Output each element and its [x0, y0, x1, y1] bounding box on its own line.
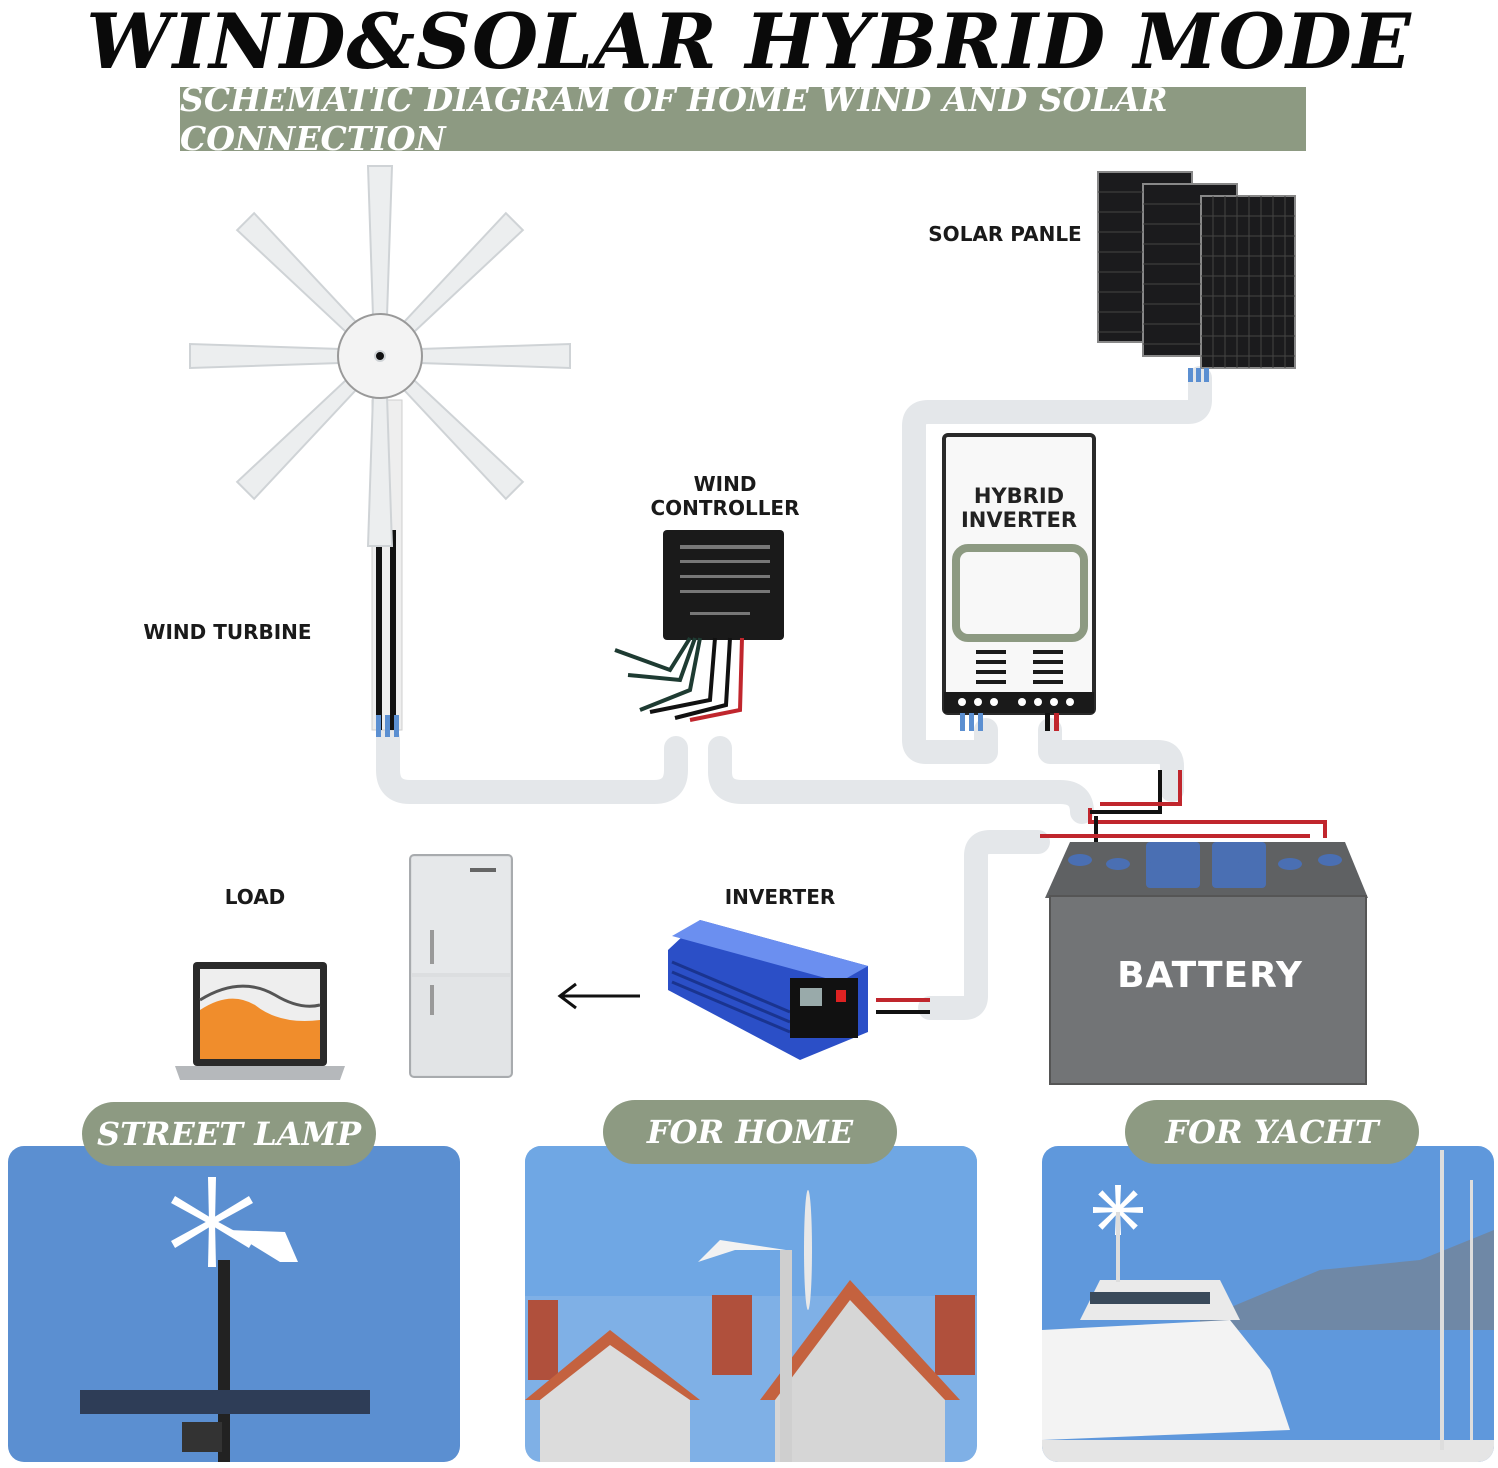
wind-turbine-icon — [189, 165, 571, 737]
label-wind-controller: WIND CONTROLLER — [640, 472, 810, 520]
hybrid-inverter-icon — [942, 433, 1096, 731]
label-hybrid-inverter: HYBRID INVERTER — [948, 484, 1090, 532]
photo-for-yacht — [1042, 1146, 1494, 1462]
cable-pipes — [376, 366, 1212, 1020]
pill-street-lamp: STREET LAMP — [82, 1102, 376, 1166]
page-title: WIND&SOLAR HYBRID MODE — [86, 0, 1412, 86]
refrigerator-icon — [409, 854, 513, 1078]
label-wind-turbine: WIND TURBINE — [143, 620, 312, 644]
arrow-left-icon — [557, 982, 640, 1010]
pill-for-yacht: FOR YACHT — [1125, 1100, 1419, 1164]
label-hybrid-inverter-line1: HYBRID — [973, 484, 1065, 508]
subtitle-text: SCHEMATIC DIAGRAM OF HOME WIND AND SOLAR… — [180, 80, 1168, 158]
pill-for-home: FOR HOME — [603, 1100, 897, 1164]
battery-wires — [876, 770, 1327, 1014]
label-load: LOAD — [224, 885, 286, 909]
solar-panel-icon — [1097, 171, 1296, 382]
label-wind-controller-line1: WIND — [693, 472, 757, 496]
label-hybrid-inverter-line2: INVERTER — [960, 508, 1078, 532]
battery-icon — [1045, 842, 1368, 1085]
label-wind-controller-line2: CONTROLLER — [650, 496, 800, 520]
laptop-icon — [175, 962, 345, 1080]
label-battery: BATTERY — [1117, 955, 1303, 996]
label-solar-panel: SOLAR PANLE — [928, 222, 1082, 246]
photo-for-home — [525, 1146, 977, 1462]
inverter-icon — [668, 920, 868, 1060]
label-inverter: INVERTER — [724, 885, 836, 909]
photo-street-lamp — [8, 1146, 460, 1462]
subtitle-banner: SCHEMATIC DIAGRAM OF HOME WIND AND SOLAR… — [180, 80, 1306, 158]
controller-icon — [614, 530, 784, 722]
